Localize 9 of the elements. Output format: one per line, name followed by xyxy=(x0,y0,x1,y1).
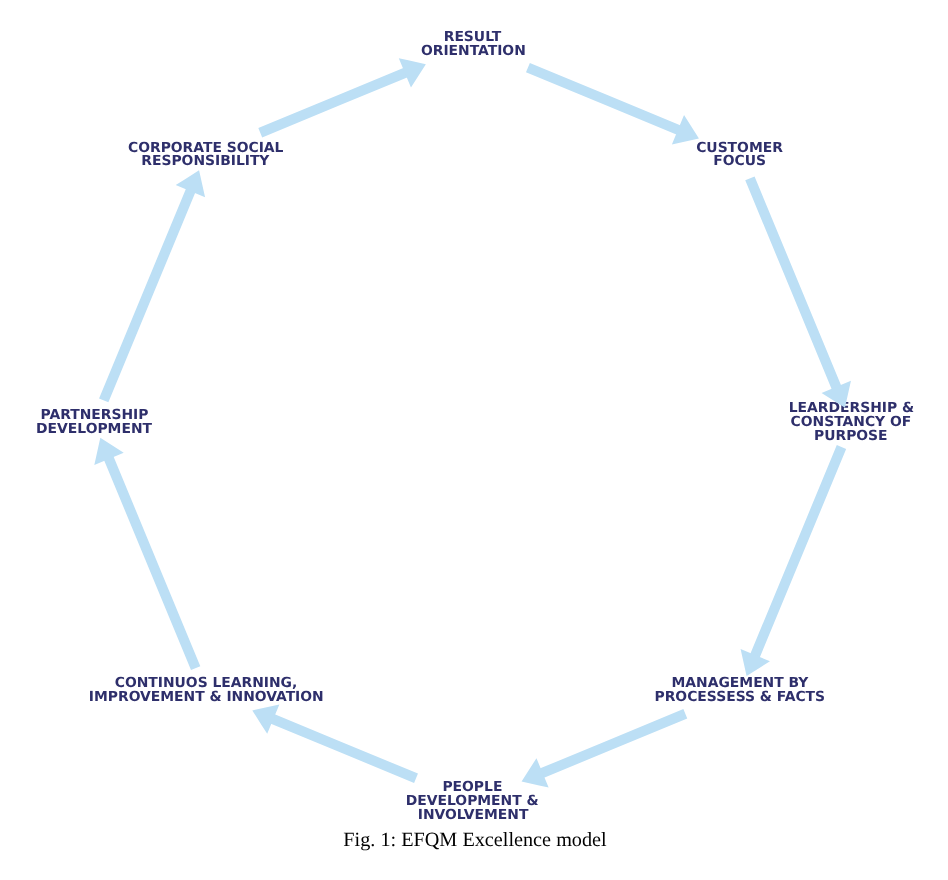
arrow xyxy=(251,704,417,783)
caption: Fig. 1: EFQM Excellence model xyxy=(342,830,606,853)
arrow xyxy=(98,170,205,403)
arrow xyxy=(525,62,698,145)
arrow xyxy=(93,437,200,671)
arrow xyxy=(744,176,850,408)
arrow xyxy=(520,709,687,788)
arrow xyxy=(257,58,425,138)
arrow xyxy=(739,445,846,677)
